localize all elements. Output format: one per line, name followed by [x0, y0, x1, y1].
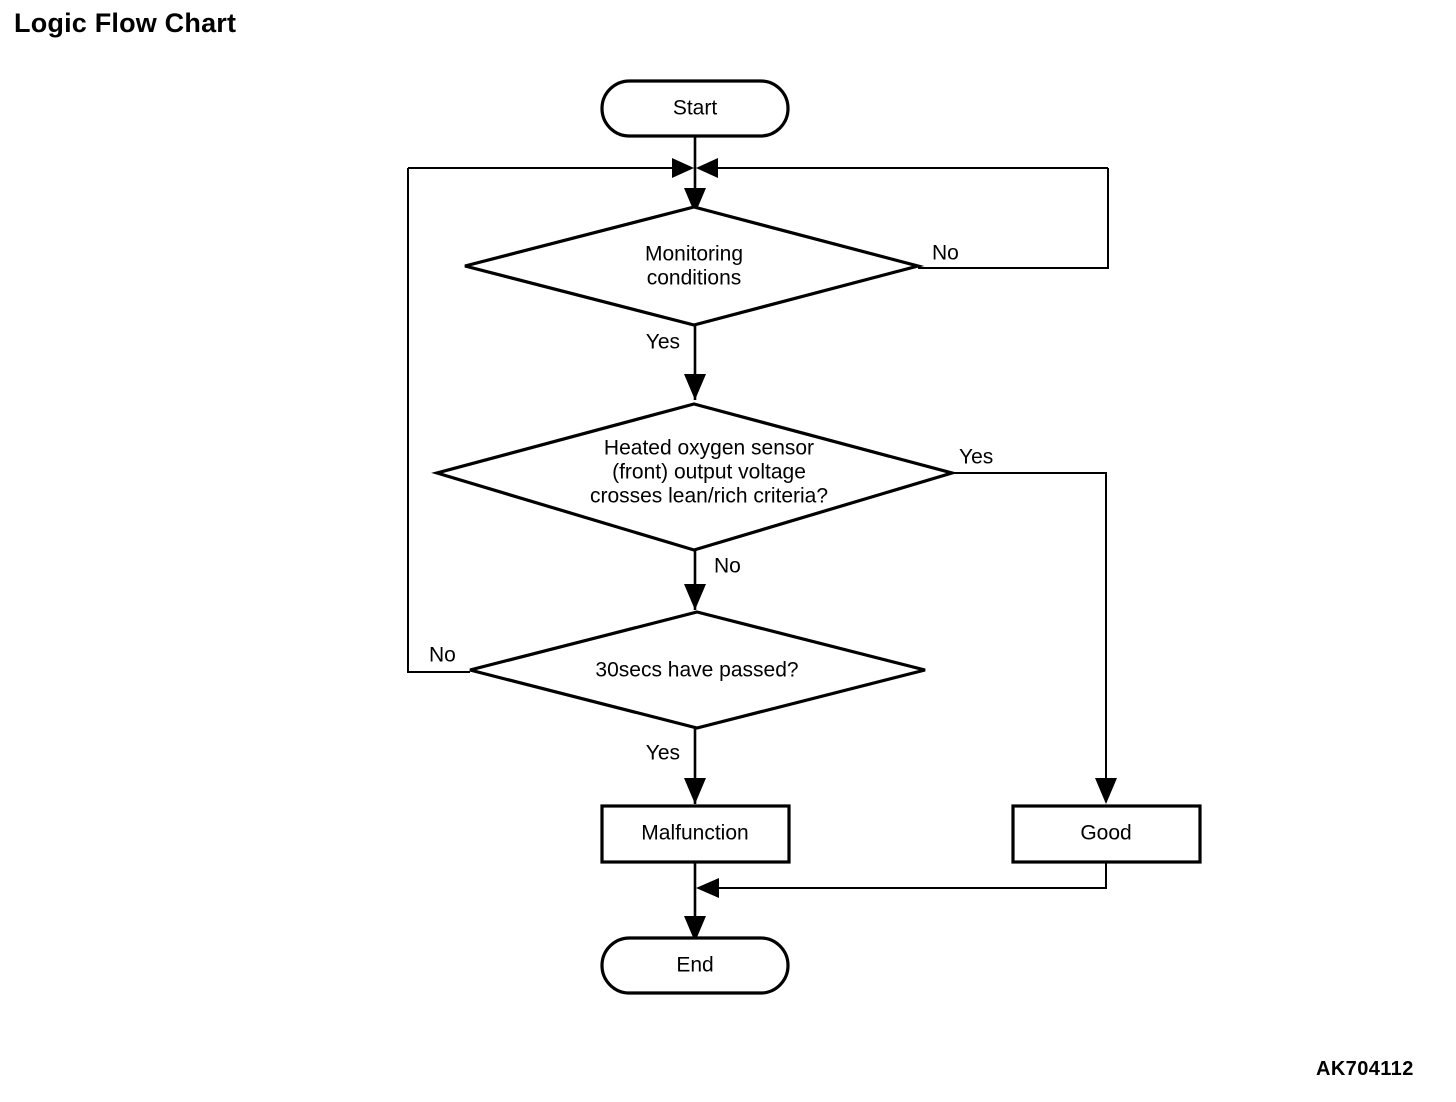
node-timer-label: 30secs have passed? — [595, 659, 798, 682]
arrowhead-join-from-left — [672, 158, 694, 178]
arrowhead-good-join — [696, 878, 719, 898]
edge-monitoring-no-loop — [918, 168, 1109, 269]
node-malfunction-label: Malfunction — [641, 822, 748, 845]
edge-good-to-end-join — [708, 862, 1107, 889]
node-o2-label-line2: (front) output voltage — [612, 461, 806, 484]
edge-label-o2-yes: Yes — [959, 446, 993, 469]
node-end-label: End — [676, 954, 713, 977]
arrowhead-join-from-right — [696, 158, 718, 178]
node-good-label: Good — [1080, 822, 1131, 845]
node-good[interactable] — [1011, 804, 1202, 864]
node-o2-label-line3: crosses lean/rich criteria? — [590, 485, 828, 508]
node-monitoring-label-line2: conditions — [647, 267, 742, 290]
figure-code-label: AK704112 — [1316, 1058, 1414, 1080]
node-start[interactable] — [600, 79, 790, 138]
arrowhead-into-malfunction — [684, 778, 706, 804]
arrowhead-into-o2sensor — [684, 374, 706, 400]
edge-timer-no-loop — [407, 168, 470, 673]
arrowhead-into-monitoring — [684, 188, 706, 214]
edge-label-o2-no: No — [714, 555, 741, 578]
node-o2-label-line1: Heated oxygen sensor — [604, 437, 814, 460]
page-title: Logic Flow Chart — [14, 8, 237, 38]
edge-label-timer-yes: Yes — [646, 742, 680, 765]
node-malfunction[interactable] — [600, 804, 791, 864]
node-heated-oxygen-sensor[interactable] — [431, 402, 958, 552]
arrowhead-into-good — [1095, 778, 1117, 804]
node-timer-30secs[interactable] — [469, 610, 926, 730]
arrowhead-into-timer — [684, 584, 706, 610]
node-end[interactable] — [600, 936, 790, 995]
edge-label-monitoring-no: No — [932, 242, 959, 265]
edge-o2-yes-to-good — [952, 472, 1107, 802]
arrowhead-into-end — [684, 916, 706, 942]
edge-label-timer-no: No — [429, 644, 456, 667]
node-start-label: Start — [673, 97, 718, 120]
edge-label-monitoring-yes: Yes — [646, 331, 680, 354]
node-monitoring-label-line1: Monitoring — [645, 243, 743, 266]
node-monitoring-conditions[interactable] — [464, 205, 925, 327]
